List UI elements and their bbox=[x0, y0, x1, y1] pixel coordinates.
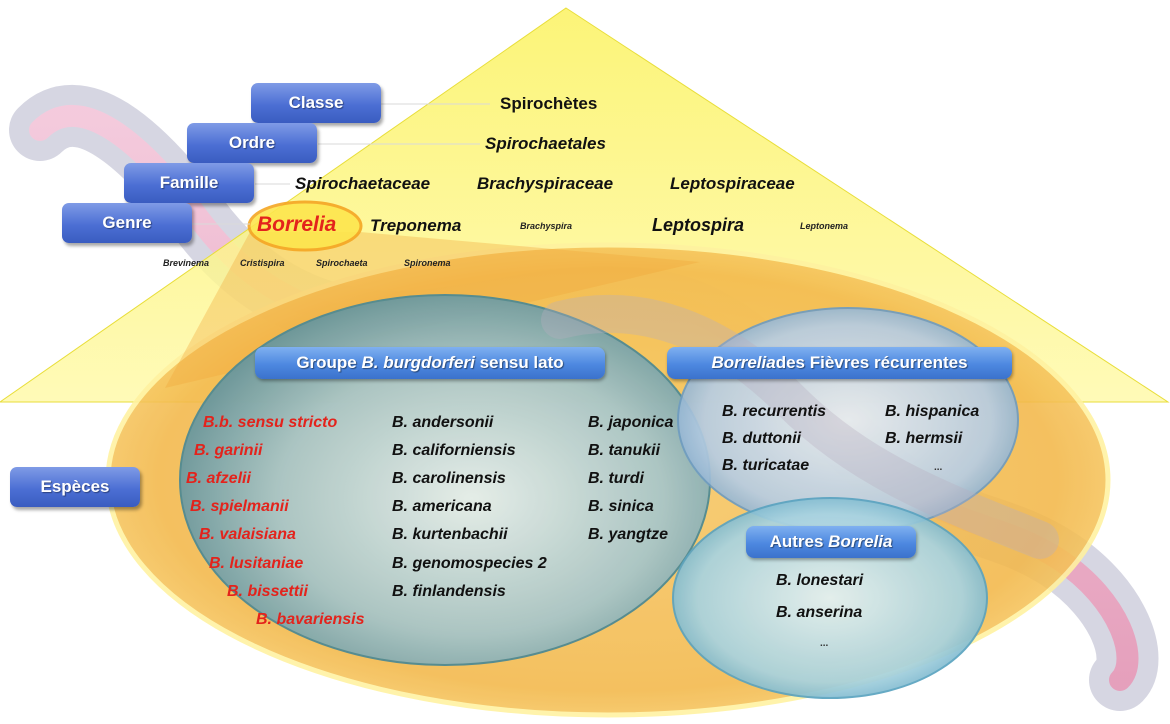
group-lato-label-it: B. burgdorferi bbox=[361, 353, 475, 372]
group-autres-label-pre: Autres bbox=[769, 532, 824, 551]
genus-name: Brachyspira bbox=[520, 221, 573, 231]
group-autres-label-it: Borrelia bbox=[828, 532, 893, 551]
family-name: Spirochaetaceae bbox=[295, 174, 431, 193]
rank-famille-button[interactable]: Famille bbox=[124, 163, 254, 203]
order-name: Spirochaetales bbox=[485, 134, 606, 153]
group-fievres-label[interactable]: Borrelia des Fièvres récurrentes bbox=[667, 347, 1012, 379]
group-autres-label[interactable]: Autres Borrelia bbox=[746, 526, 916, 558]
family-name: Leptospiraceae bbox=[670, 174, 795, 193]
genus-name: Treponema bbox=[370, 216, 462, 235]
group-lato-label-post: sensu lato bbox=[479, 353, 564, 372]
group-fievres-label-post: des Fièvres récurrentes bbox=[775, 353, 968, 372]
rank-especes-button[interactable]: Espèces bbox=[10, 467, 140, 507]
species: B. kurtenbachii bbox=[392, 526, 508, 543]
species: B. andersonii bbox=[392, 414, 494, 431]
rank-genre-button[interactable]: Genre bbox=[62, 203, 192, 243]
species-red: B. garinii bbox=[194, 442, 263, 459]
species-red: B. bissettii bbox=[227, 583, 308, 600]
family-name: Brachyspiraceae bbox=[477, 174, 614, 193]
species: B. tanukii bbox=[588, 442, 661, 459]
species: B. americana bbox=[392, 498, 492, 515]
species: B. hispanica bbox=[885, 403, 980, 420]
species: B. carolinensis bbox=[392, 470, 506, 487]
borrelia-highlight bbox=[247, 200, 363, 252]
species: B. anserina bbox=[776, 604, 863, 621]
genus-name: Cristispira bbox=[240, 258, 285, 268]
class-name: Spirochètes bbox=[500, 94, 598, 113]
species: B. yangtze bbox=[588, 526, 669, 543]
species-red: B. afzelii bbox=[186, 470, 251, 487]
species-red: B.b. sensu stricto bbox=[203, 414, 338, 431]
genus-name: Spironema bbox=[404, 258, 451, 268]
rank-classe-button[interactable]: Classe bbox=[251, 83, 381, 123]
group-fievres-label-it: Borrelia bbox=[711, 353, 776, 372]
species: B. lonestari bbox=[776, 572, 864, 589]
species: B. californiensis bbox=[392, 442, 516, 459]
rank-ordre-button[interactable]: Ordre bbox=[187, 123, 317, 163]
genus-name: Brevinema bbox=[163, 258, 210, 268]
more-species-ellipsis: ... bbox=[820, 638, 829, 649]
species: B. finlandensis bbox=[392, 583, 506, 600]
genus-name: Leptospira bbox=[652, 215, 745, 235]
species: B. turdi bbox=[588, 470, 644, 487]
group-lato-label-pre: Groupe bbox=[296, 353, 357, 372]
genus-name: Spirochaeta bbox=[316, 258, 368, 268]
species-red: B. valaisiana bbox=[199, 526, 296, 543]
species: B. sinica bbox=[588, 498, 654, 515]
species-red: B. bavariensis bbox=[256, 611, 365, 628]
species-red: B. lusitaniae bbox=[209, 555, 304, 572]
genus-borrelia: Borrelia bbox=[257, 213, 337, 236]
species-red: B. spielmanii bbox=[190, 498, 289, 515]
species: B. recurrentis bbox=[722, 403, 827, 420]
species: B. hermsii bbox=[885, 430, 963, 447]
more-species-ellipsis: ... bbox=[934, 462, 943, 473]
species: B. japonica bbox=[588, 414, 674, 431]
group-lato-label[interactable]: Groupe B. burgdorferi sensu lato bbox=[255, 347, 605, 379]
genus-name: Leptonema bbox=[800, 221, 849, 231]
species: B. turicatae bbox=[722, 457, 810, 474]
species: B. duttonii bbox=[722, 430, 802, 447]
species: B. genomospecies 2 bbox=[392, 555, 547, 572]
